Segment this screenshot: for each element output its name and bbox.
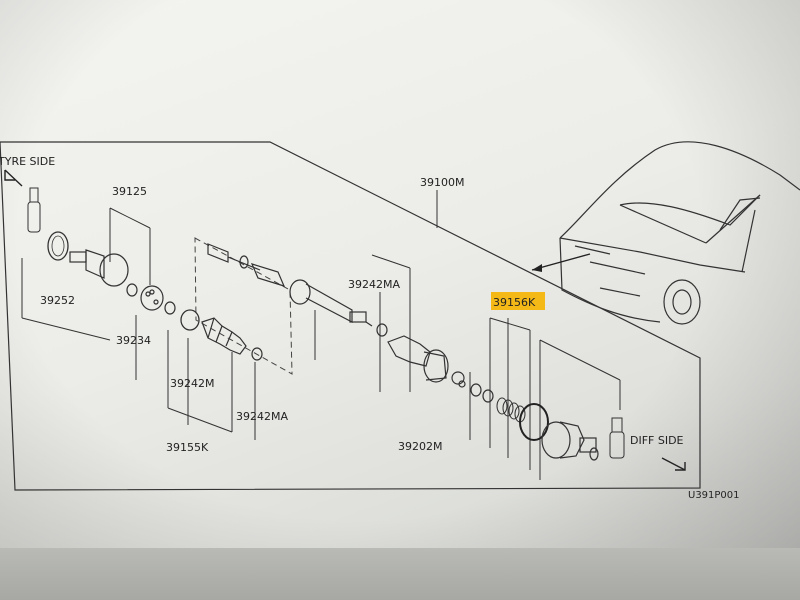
grease-tube-left (27, 187, 41, 233)
label-39155k: 39155K (166, 441, 209, 454)
figure-code: U391P001 (688, 490, 740, 501)
snap-ring-a (470, 383, 482, 397)
shaft-subframe (194, 237, 293, 375)
label-39242ma-lower: 39242MA (236, 410, 288, 423)
band-39242ma-lower (251, 347, 263, 361)
bearing-cage (140, 285, 164, 311)
monitor-bezel (0, 548, 800, 600)
tyre-side-arrow-icon (4, 169, 23, 187)
label-39156k: 39156K (493, 296, 536, 309)
grease-tube-right (609, 417, 625, 459)
tripod-joint (451, 371, 466, 388)
label-39100m: 39100M (420, 176, 464, 189)
label-39242ma-upper: 39242MA (348, 278, 400, 291)
ring-clip (164, 301, 176, 315)
outer-joint (69, 249, 129, 287)
parts-diagram: TYRE SIDE DIFF SIDE 39100M 39125 39252 3… (0, 141, 800, 501)
drive-shaft (207, 243, 373, 327)
highlight-39156k (491, 292, 545, 310)
label-tyre-side: TYRE SIDE (0, 155, 55, 168)
inner-joint-housing (541, 421, 599, 461)
clip-39234 (126, 283, 138, 297)
snap-ring-b (482, 389, 494, 403)
leader-lines (21, 190, 621, 480)
label-39202m: 39202M (398, 440, 442, 453)
band-39242m (180, 309, 200, 331)
band-39242ma-upper (376, 323, 388, 337)
boot-39202m (387, 335, 449, 383)
label-diff-side: DIFF SIDE (630, 434, 684, 447)
diagram-frame (0, 141, 701, 491)
ring-39252 (47, 231, 69, 261)
label-39242m: 39242M (170, 377, 214, 390)
o-ring (519, 403, 549, 441)
boot-39155k (201, 317, 247, 355)
car-illustration (559, 141, 800, 325)
label-39252: 39252 (40, 294, 75, 307)
diff-side-arrow-icon (661, 457, 686, 471)
label-39125: 39125 (112, 185, 147, 198)
label-39234: 39234 (116, 334, 151, 347)
